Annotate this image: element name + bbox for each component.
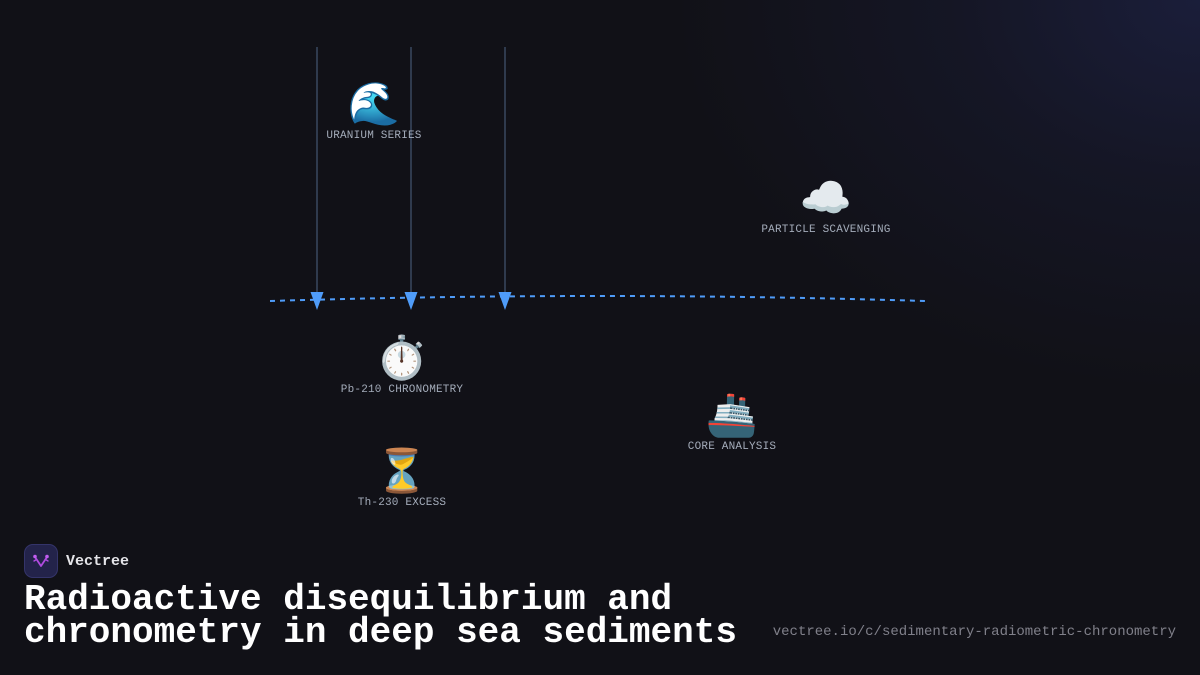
dashed-baseline — [269, 295, 926, 302]
water-wave-icon: 🌊 — [347, 79, 401, 128]
node-pb210-chronometry[interactable]: ⏱️ Pb-210 CHRONOMETRY — [340, 333, 464, 397]
ship-icon: 🚢 — [705, 390, 759, 439]
vectree-fork-icon — [24, 544, 58, 578]
arrowhead-down-icon — [498, 292, 512, 310]
arrowheads — [310, 292, 512, 310]
node-uranium-series[interactable]: 🌊 URANIUM SERIES — [326, 79, 422, 143]
node-label: PARTICLE SCAVENGING — [761, 224, 891, 236]
arrowhead-down-icon — [310, 292, 324, 310]
node-core-analysis[interactable]: 🚢 CORE ANALYSIS — [687, 390, 777, 454]
brand-name: Vectree — [66, 552, 130, 570]
node-label: CORE ANALYSIS — [687, 441, 777, 453]
node-th230-excess[interactable]: ⏳ Th-230 EXCESS — [357, 446, 447, 510]
stopwatch-icon: ⏱️ — [375, 333, 429, 382]
hourglass-icon: ⏳ — [375, 446, 429, 495]
vertical-arrows — [316, 47, 506, 296]
node-label: Th-230 EXCESS — [357, 497, 447, 509]
brand[interactable]: Vectree — [24, 544, 129, 578]
page-title: Radioactive disequilibrium and chronomet… — [24, 582, 737, 651]
node-particle-scavenging[interactable]: ☁️ PARTICLE SCAVENGING — [761, 173, 891, 237]
node-label: URANIUM SERIES — [326, 130, 422, 142]
cloud-icon: ☁️ — [799, 173, 853, 222]
arrowhead-down-icon — [404, 292, 418, 310]
node-label: Pb-210 CHRONOMETRY — [340, 384, 464, 396]
title-line-1: Radioactive disequilibrium and — [24, 579, 673, 620]
title-line-2: chronometry in deep sea sediments — [24, 612, 737, 653]
page-url[interactable]: vectree.io/c/sedimentary-radiometric-chr… — [772, 624, 1176, 640]
